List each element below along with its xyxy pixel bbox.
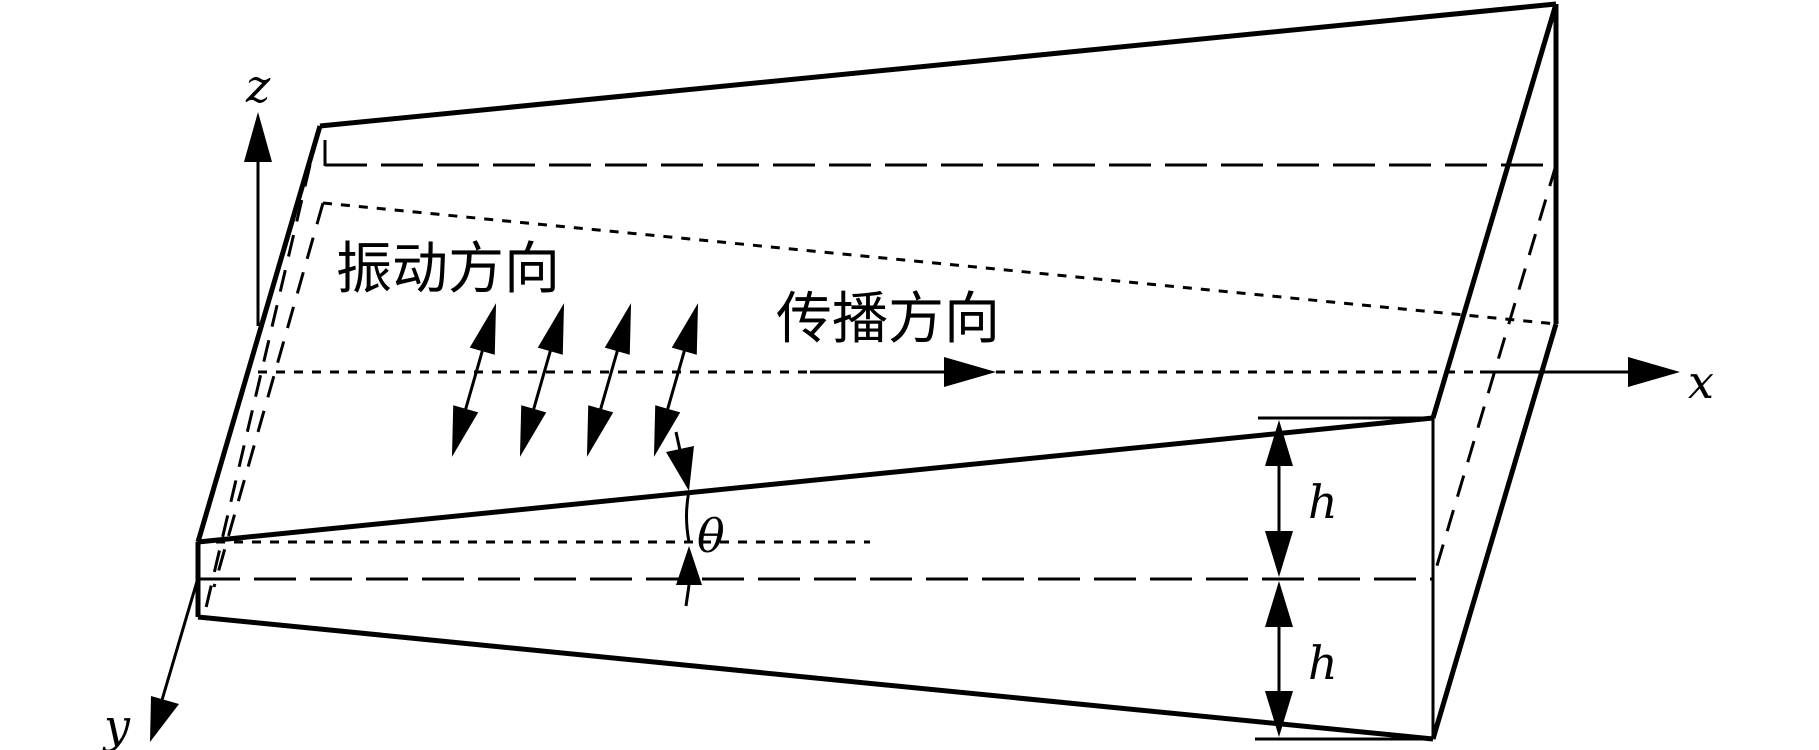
plate-bottom-front-edge (197, 614, 1434, 742)
propagation-arrowhead (944, 357, 996, 387)
upper-h-top-arrowhead (1265, 420, 1293, 466)
propagation-arrow (810, 357, 996, 387)
y-axis-arrowhead (150, 696, 179, 742)
plate-left-slanted-edge (195, 125, 323, 543)
upper-h-bottom-arrowhead (1265, 531, 1293, 577)
vibration-arrow-4 (653, 303, 699, 457)
vibration-arrow-1 (451, 303, 497, 457)
thickness-dimensions (1255, 416, 1433, 741)
z-axis-label: z (245, 59, 271, 113)
lower-h-top-arrowhead (1265, 581, 1293, 627)
x-axis-arrowhead (1628, 357, 1680, 387)
vibration-arrow-3 (586, 303, 632, 457)
theta-upper-arrowhead (666, 446, 694, 491)
upper-slanted-dashed-line (322, 201, 1557, 326)
vibration-arrows (451, 303, 699, 457)
plate-top-rear-edge (319, 1, 1557, 129)
y-axis-label: y (102, 699, 131, 750)
vibration-arrow-2 (519, 303, 565, 457)
theta-lower-arrowhead (676, 546, 702, 585)
upper-thickness-label: h (1308, 475, 1338, 529)
y-axis-line (160, 577, 200, 701)
left-hidden-edge-2 (212, 202, 325, 588)
theta-arc (685, 490, 691, 543)
left-hidden-edge-1 (203, 164, 312, 613)
z-axis-arrowhead (244, 112, 272, 162)
coordinate-axes (150, 112, 1680, 742)
vibration-direction-label: 振动方向 (336, 237, 560, 302)
plate-right-slanted-edge (1430, 3, 1559, 419)
propagation-direction-label: 传播方向 (776, 287, 1000, 352)
plate-outline (195, 1, 1559, 742)
hidden-lines (198, 163, 1558, 613)
plate-upper-front-edge (197, 415, 1434, 545)
theta-lower-tick (684, 584, 691, 607)
theta-indicator (666, 431, 702, 607)
theta-label: θ (697, 509, 725, 563)
lower-thickness-label: h (1308, 636, 1338, 690)
x-axis-label: x (1688, 355, 1714, 409)
lower-h-bottom-arrowhead (1265, 691, 1293, 737)
plate-right-lower-slanted-edge (1430, 323, 1559, 740)
